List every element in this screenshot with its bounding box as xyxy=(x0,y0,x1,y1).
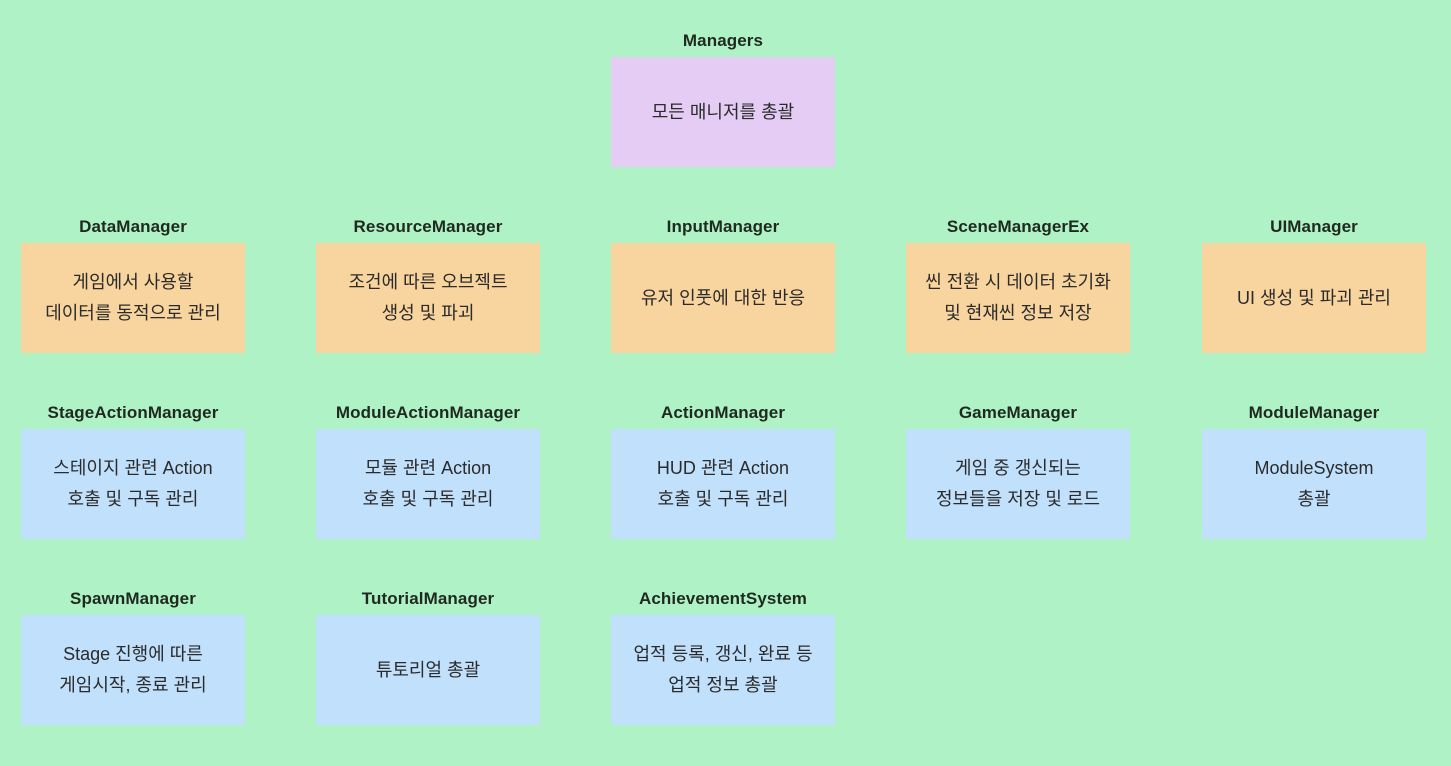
card-gamemanager: GameManager 게임 중 갱신되는 정보들을 저장 및 로드 xyxy=(906,400,1130,539)
card-desc-spawnmanager: Stage 진행에 따른 게임시작, 종료 관리 xyxy=(21,615,245,725)
card-stageactionmanager: StageActionManager 스테이지 관련 Action 호출 및 구… xyxy=(21,400,245,539)
card-desc-moduleactionmanager: 모듈 관련 Action 호출 및 구독 관리 xyxy=(316,429,540,539)
card-title-gamemanager: GameManager xyxy=(958,403,1078,422)
card-desc-tutorialmanager: 튜토리얼 총괄 xyxy=(316,615,540,725)
card-desc-actionmanager: HUD 관련 Action 호출 및 구독 관리 xyxy=(611,429,835,539)
card-title-actionmanager: ActionManager xyxy=(660,403,786,422)
card-tutorialmanager: TutorialManager 튜토리얼 총괄 xyxy=(316,586,540,725)
card-title-spawnmanager: SpawnManager xyxy=(70,589,196,608)
card-title-managers: Managers xyxy=(682,31,764,50)
card-spawnmanager: SpawnManager Stage 진행에 따른 게임시작, 종료 관리 xyxy=(21,586,245,725)
card-desc-resourcemanager: 조건에 따른 오브젝트 생성 및 파괴 xyxy=(316,243,540,353)
card-title-uimanager: UIManager xyxy=(1270,217,1358,236)
card-title-moduleactionmanager: ModuleActionManager xyxy=(335,403,521,422)
card-desc-datamanager: 게임에서 사용할 데이터를 동적으로 관리 xyxy=(21,243,245,353)
card-title-modulemanager: ModuleManager xyxy=(1248,403,1380,422)
card-inputmanager: InputManager 유저 인풋에 대한 반응 xyxy=(611,214,835,353)
card-desc-gamemanager: 게임 중 갱신되는 정보들을 저장 및 로드 xyxy=(906,429,1130,539)
card-datamanager: DataManager 게임에서 사용할 데이터를 동적으로 관리 xyxy=(21,214,245,353)
card-desc-scenemanagerex: 씬 전환 시 데이터 초기화 및 현재씬 정보 저장 xyxy=(906,243,1130,353)
card-title-stageactionmanager: StageActionManager xyxy=(47,403,219,422)
card-title-scenemanagerex: SceneManagerEx xyxy=(946,217,1090,236)
card-title-inputmanager: InputManager xyxy=(666,217,780,236)
card-title-datamanager: DataManager xyxy=(79,217,187,236)
card-modulemanager: ModuleManager ModuleSystem 총괄 xyxy=(1202,400,1426,539)
card-resourcemanager: ResourceManager 조건에 따른 오브젝트 생성 및 파괴 xyxy=(316,214,540,353)
card-desc-stageactionmanager: 스테이지 관련 Action 호출 및 구독 관리 xyxy=(21,429,245,539)
card-moduleactionmanager: ModuleActionManager 모듈 관련 Action 호출 및 구독… xyxy=(316,400,540,539)
card-managers: Managers 모든 매니저를 총괄 xyxy=(611,28,835,167)
card-achievementsystem: AchievementSystem 업적 등록, 갱신, 완료 등 업적 정보 … xyxy=(611,586,835,725)
card-desc-uimanager: UI 생성 및 파괴 관리 xyxy=(1202,243,1426,353)
card-actionmanager: ActionManager HUD 관련 Action 호출 및 구독 관리 xyxy=(611,400,835,539)
card-desc-inputmanager: 유저 인풋에 대한 반응 xyxy=(611,243,835,353)
card-desc-managers: 모든 매니저를 총괄 xyxy=(611,57,835,167)
card-title-tutorialmanager: TutorialManager xyxy=(361,589,495,608)
card-uimanager: UIManager UI 생성 및 파괴 관리 xyxy=(1202,214,1426,353)
card-desc-modulemanager: ModuleSystem 총괄 xyxy=(1202,429,1426,539)
card-title-achievementsystem: AchievementSystem xyxy=(639,589,807,608)
card-title-resourcemanager: ResourceManager xyxy=(353,217,503,236)
card-scenemanagerex: SceneManagerEx 씬 전환 시 데이터 초기화 및 현재씬 정보 저… xyxy=(906,214,1130,353)
card-desc-achievementsystem: 업적 등록, 갱신, 완료 등 업적 정보 총괄 xyxy=(611,615,835,725)
